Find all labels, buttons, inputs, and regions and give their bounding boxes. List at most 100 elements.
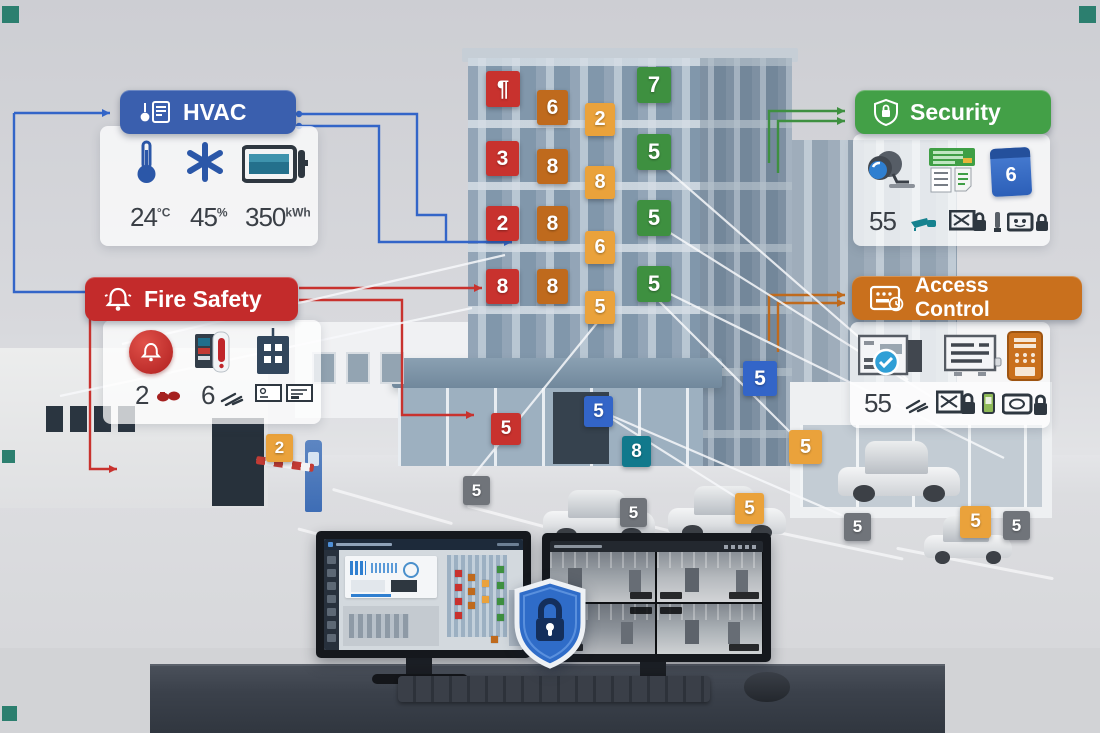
office-tower-side bbox=[700, 58, 792, 466]
hvac-panel-title: HVAC bbox=[183, 98, 247, 125]
hvac-panel-header: HVAC bbox=[120, 90, 296, 134]
pull-station-icon bbox=[193, 328, 233, 376]
thermometer-icon bbox=[132, 138, 160, 186]
dashboard-mini-badge bbox=[455, 612, 462, 619]
security-shield-emblem bbox=[510, 578, 590, 670]
smoke-sensor-count: 6 bbox=[201, 380, 216, 410]
alarm-bell-round-icon bbox=[129, 330, 173, 374]
sensor-bar-icon bbox=[993, 210, 1003, 234]
monitor-lock-icon bbox=[949, 210, 987, 236]
car bbox=[838, 438, 960, 502]
entrance-canopy bbox=[392, 358, 722, 388]
floor-badge: 2 bbox=[486, 206, 519, 241]
security-panel-card: 6 55 bbox=[853, 134, 1050, 246]
dashboard-mini-badge bbox=[455, 570, 462, 577]
floor-badge: 5 bbox=[491, 413, 521, 445]
dashboard-topbar bbox=[324, 539, 523, 550]
shield-lock-icon bbox=[873, 98, 899, 126]
dashboard-mini-badge bbox=[497, 582, 504, 589]
energy-meter-icon bbox=[242, 144, 308, 184]
smoke-waves-icon bbox=[219, 386, 245, 406]
floor-badge: 5 bbox=[1003, 511, 1030, 540]
floor-badge: 5 bbox=[585, 291, 615, 324]
floor-badge: 5 bbox=[844, 513, 871, 541]
dashboard-sidebar-icon bbox=[327, 608, 336, 616]
warehouse-door bbox=[212, 418, 264, 506]
floor-badge: 5 bbox=[735, 493, 764, 524]
access-control-panel-header: Access Control bbox=[852, 274, 1082, 321]
access-event-count: 55 bbox=[864, 388, 892, 418]
hvac-panel-card: 24°C 45% 350kWh bbox=[100, 126, 318, 246]
floor-badge: 5 bbox=[789, 430, 822, 464]
bollard-screen bbox=[308, 452, 319, 466]
camera-small-icon bbox=[909, 214, 939, 232]
floor-badge: 8 bbox=[486, 269, 519, 304]
corner-marker bbox=[2, 450, 15, 463]
floor-badge: 3 bbox=[486, 141, 519, 176]
floor-badge: ¶ bbox=[486, 71, 520, 107]
floor-badge: 5 bbox=[620, 498, 647, 527]
floor-badge: 5 bbox=[637, 266, 671, 302]
floor-badge: 5 bbox=[637, 200, 671, 236]
floor-badge: 5 bbox=[463, 476, 490, 505]
entrance-glazing bbox=[398, 388, 703, 466]
keypad-reader-icon bbox=[1006, 330, 1046, 384]
floor-badge: 7 bbox=[637, 67, 671, 103]
building-window bbox=[346, 352, 370, 384]
ev-charging-bollard bbox=[305, 440, 322, 512]
building-window bbox=[380, 352, 404, 384]
floor-badge: 8 bbox=[537, 206, 568, 241]
access-control-panel-card: 55 bbox=[850, 322, 1050, 428]
dashboard-monitor bbox=[316, 531, 531, 658]
dashboard-mini-badge bbox=[482, 596, 489, 603]
dashboard-mini-badge bbox=[455, 598, 462, 605]
fire-safety-panel-header: Fire Safety bbox=[85, 277, 298, 321]
floor-badge: 6 bbox=[585, 231, 615, 264]
cctv-topbar bbox=[550, 541, 763, 552]
dashboard-sidebar-icon bbox=[327, 569, 336, 577]
turnstile-lock-icon bbox=[936, 390, 976, 418]
dashboard-mini-badge bbox=[468, 574, 475, 581]
warehouse-window bbox=[46, 406, 63, 432]
dashboard-sidebar-icon bbox=[327, 556, 336, 564]
floor-badge: 8 bbox=[537, 269, 568, 304]
floor-badge: 2 bbox=[585, 103, 615, 136]
floor-badge: 5 bbox=[960, 506, 991, 538]
floor-badge: 2 bbox=[266, 434, 293, 462]
hvac-energy-value: 350kWh bbox=[245, 202, 311, 232]
sprinkler-icon bbox=[155, 388, 183, 404]
keycard-chip-icon bbox=[982, 392, 996, 416]
floor-badge: 8 bbox=[537, 149, 568, 184]
dashboard-sidebar-icon bbox=[327, 621, 336, 629]
floor-badge: 8 bbox=[585, 166, 615, 199]
door-panel-icon bbox=[944, 334, 1002, 380]
floor-badge: 5 bbox=[637, 134, 671, 170]
cctv-camera-view bbox=[657, 552, 762, 602]
fire-safety-panel-card: 2 6 bbox=[103, 320, 321, 424]
dashboard-screen bbox=[324, 539, 523, 650]
security-badge-count: 6 bbox=[1005, 163, 1018, 186]
dashboard-mini-badge bbox=[497, 614, 504, 621]
corner-marker bbox=[1079, 6, 1096, 23]
dashboard-mini-badge bbox=[497, 566, 504, 573]
cctv-camera-icon bbox=[863, 148, 919, 194]
control-panel-icon bbox=[255, 328, 291, 376]
car bbox=[668, 484, 786, 540]
dashboard-mini-badge bbox=[497, 598, 504, 605]
floor-badge: 5 bbox=[584, 396, 613, 427]
fire-safety-panel-title: Fire Safety bbox=[144, 285, 262, 312]
hvac-humidity-value: 45% bbox=[190, 202, 228, 232]
hvac-icon bbox=[138, 99, 172, 125]
card-reader-check-icon bbox=[858, 334, 936, 380]
dashboard-sidebar bbox=[324, 550, 339, 650]
corner-marker bbox=[2, 706, 17, 721]
hvac-temperature-value: 24°C bbox=[130, 202, 171, 232]
fob-lock-icon bbox=[1002, 392, 1048, 418]
dashboard-content bbox=[339, 550, 523, 650]
security-panel-header: Security bbox=[855, 90, 1051, 134]
fire-alarm-count: 2 bbox=[135, 380, 150, 410]
security-panel-title: Security bbox=[910, 98, 1001, 125]
dashboard-mini-badge bbox=[482, 580, 489, 587]
keypad-icon bbox=[870, 285, 904, 312]
